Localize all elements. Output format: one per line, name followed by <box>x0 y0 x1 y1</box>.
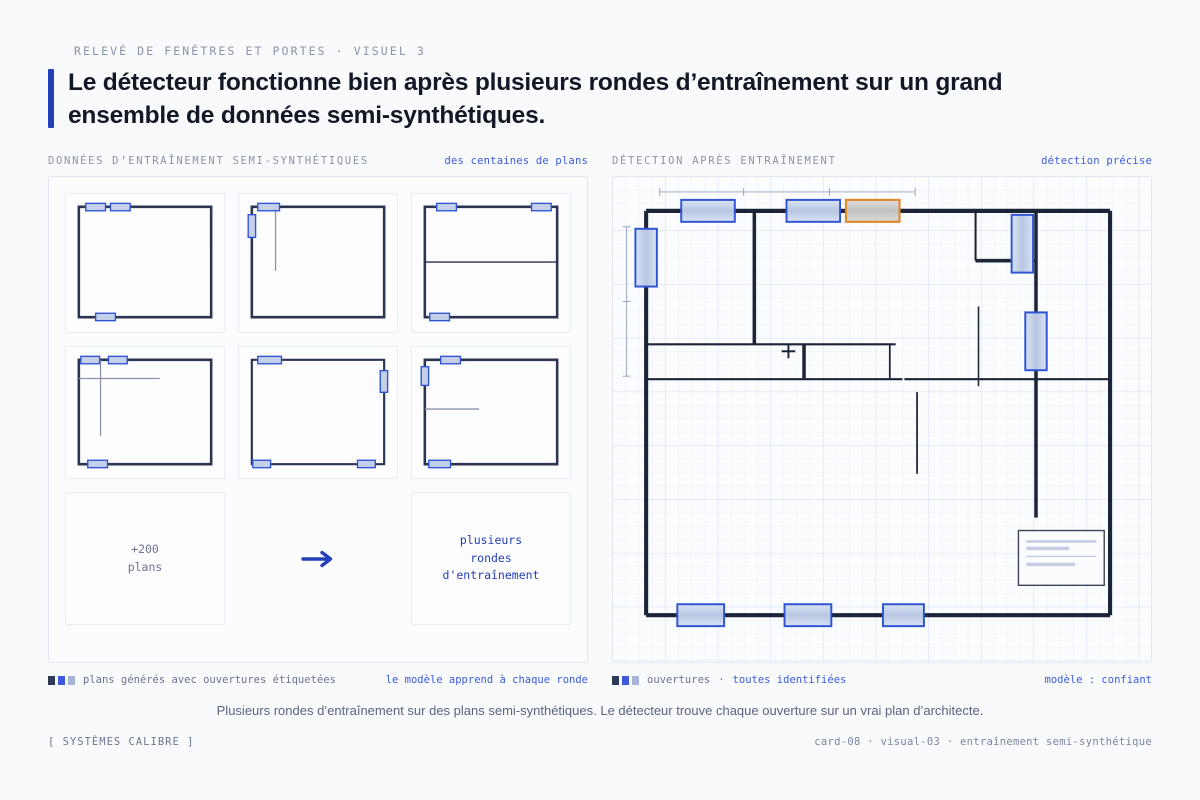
panels-container: DONNÉES D’ENTRAÎNEMENT SEMI-SYNTHÉTIQUES… <box>48 155 1152 686</box>
training-foot-label: plans générés avec ouvertures étiquetées <box>83 674 336 686</box>
training-foot-tag: le modèle apprend à chaque ronde <box>385 674 588 686</box>
training-panel-label: DONNÉES D’ENTRAÎNEMENT SEMI-SYNTHÉTIQUES <box>48 155 369 167</box>
training-panel-tag: des centaines de plans <box>444 155 588 167</box>
legend-swatches-icon <box>612 675 639 685</box>
eyebrow-label: RELEVÉ DE FENÊTRES ET PORTES · VISUEL 3 <box>74 44 426 58</box>
floor-plan-canvas[interactable] <box>613 177 1151 662</box>
rounds-line-2: rondes <box>470 550 512 565</box>
plan-count-unit: plans <box>127 559 163 574</box>
legend-swatches-icon <box>48 675 75 685</box>
detection-foot-label: ouvertures <box>647 674 711 686</box>
rounds-line-1: plusieurs <box>459 532 523 547</box>
page-title: Le détecteur fonctionne bien après plusi… <box>68 69 1003 129</box>
training-data-panel: DONNÉES D’ENTRAÎNEMENT SEMI-SYNTHÉTIQUES… <box>48 155 588 686</box>
title-row: Le détecteur fonctionne bien après plusi… <box>48 67 1152 132</box>
plan-thumbnail-4[interactable] <box>65 346 225 479</box>
detection-panel-tag: détection précise <box>1041 155 1152 167</box>
training-panel-body: +200 plans plusieurs rondes <box>48 176 588 663</box>
footer: [ SYSTÈMES CALIBRE ] card-08 · visual-03… <box>48 736 1152 748</box>
plan-thumbnail-5[interactable] <box>238 346 398 479</box>
plan-thumbnail-6[interactable] <box>411 346 571 479</box>
detection-foot-emphasis: toutes identifiées <box>732 674 847 686</box>
thumbnail-grid: +200 plans plusieurs rondes <box>65 193 571 625</box>
detection-panel-body <box>612 176 1152 663</box>
detection-foot-separator: · <box>718 674 725 686</box>
detection-foot-tag: modèle : confiant <box>1044 674 1152 686</box>
training-panel-footer: plans générés avec ouvertures étiquetées… <box>48 674 588 686</box>
detection-panel-label: DÉTECTION APRÈS ENTRAÎNEMENT <box>612 155 837 167</box>
detection-panel-footer: ouvertures · toutes identifiées modèle :… <box>612 674 1152 686</box>
caption: Plusieurs rondes d’entraînement sur des … <box>216 703 984 718</box>
footer-meta: card-08 · visual-03 · entraînement semi-… <box>814 736 1152 748</box>
brand-label: [ SYSTÈMES CALIBRE ] <box>48 736 195 748</box>
title-accent-bar <box>48 69 54 129</box>
title-block <box>1017 529 1105 587</box>
detection-panel: DÉTECTION APRÈS ENTRAÎNEMENT détection p… <box>612 155 1152 686</box>
plan-count-box: +200 plans <box>65 492 225 625</box>
header: RELEVÉ DE FENÊTRES ET PORTES · VISUEL 3 … <box>48 44 1152 132</box>
training-rounds-box: plusieurs rondes d'entraînement <box>411 492 571 625</box>
plan-thumbnail-2[interactable] <box>238 193 398 333</box>
detection-panel-header: DÉTECTION APRÈS ENTRAÎNEMENT détection p… <box>612 155 1152 167</box>
plan-thumbnail-1[interactable] <box>65 193 225 333</box>
training-panel-header: DONNÉES D’ENTRAÎNEMENT SEMI-SYNTHÉTIQUES… <box>48 155 588 167</box>
rounds-line-3: d'entraînement <box>442 568 540 583</box>
plan-thumbnail-3[interactable] <box>411 193 571 333</box>
plan-count-value: +200 <box>131 541 159 556</box>
arrow-right-icon <box>238 492 398 625</box>
